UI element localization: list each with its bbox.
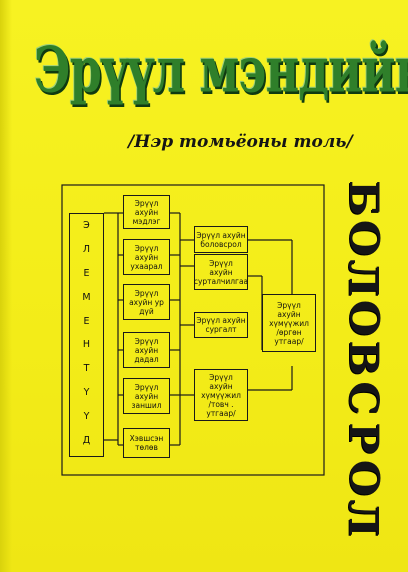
middle-box-training: Эрүүл ахуйн сургалт: [194, 312, 248, 338]
elements-vertical-box: Э Л Е М Е Н Т Ү Ү Д: [69, 213, 104, 457]
right-box-upbringing-broad: Эрүүл ахуйн хүмүүжил /өргөн утгаар/: [262, 294, 316, 352]
cover-edge-shadow: [0, 0, 12, 572]
middle-box-promotion: Эрүүл ахуйн сурталчилгаа: [194, 254, 248, 290]
elements-letter: Т: [83, 363, 90, 375]
elements-letter: Ү: [83, 411, 90, 422]
elements-letter: Е: [83, 315, 90, 327]
cover-subtitle: /Нэр томьёоны толь/: [128, 132, 353, 152]
middle-box-upbringing-narrow: Эрүүл ахуйн хүмүүжил /товч . утгаар/: [194, 369, 248, 421]
left-box-custom: Эрүүл ахуйн заншил: [123, 378, 170, 414]
elements-letter: Е: [83, 267, 90, 279]
left-box-behavior: Хэвшсэн төлөв: [123, 428, 170, 458]
elements-letter: Ү: [83, 387, 90, 399]
diagram-outer-frame: [61, 184, 325, 476]
left-box-awareness: Эрүүл ахуйн ухаарал: [123, 239, 170, 275]
elements-letter: Л: [82, 243, 91, 255]
left-box-skill: Эрүүл ахуйн ур дүй: [123, 284, 170, 320]
elements-letter: Э: [83, 220, 90, 231]
elements-letter: Д: [82, 434, 91, 446]
left-box-knowledge: Эрүүл ахуйн мэдлэг: [123, 195, 170, 229]
left-box-habit: Эрүүл ахуйн дадал: [123, 332, 170, 368]
elements-letter: М: [82, 291, 91, 303]
middle-box-education: Эрүүл ахуйн боловсрол: [194, 226, 248, 253]
elements-letter: Н: [82, 339, 91, 351]
